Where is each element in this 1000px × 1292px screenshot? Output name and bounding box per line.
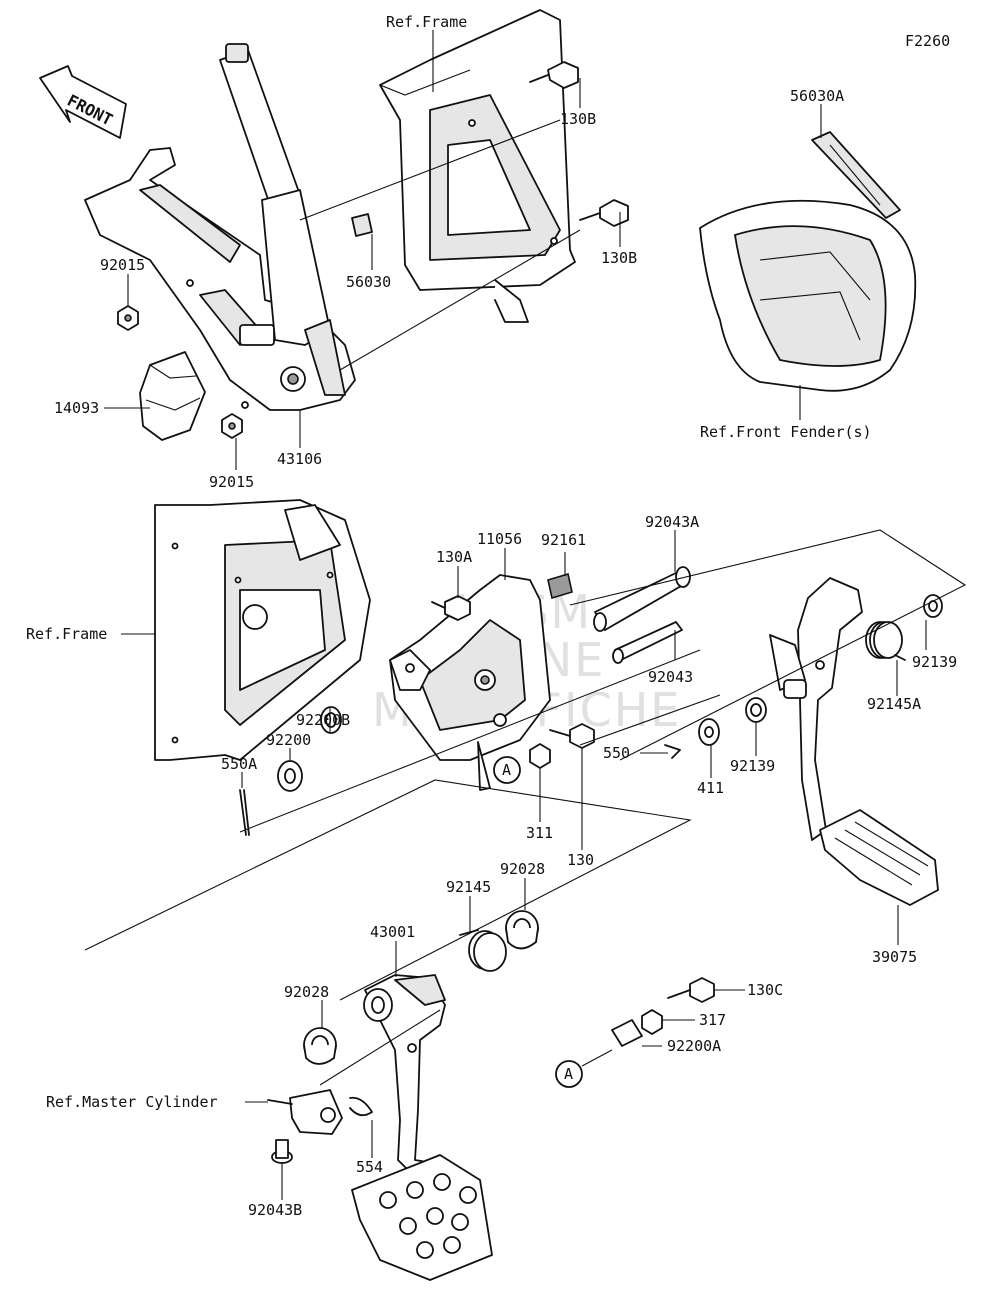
bolt-130b-lower [579,199,629,227]
ref-frame-bracket-top [379,9,576,323]
leader-lines [104,30,927,1200]
label-92015-upper: 92015 [100,256,145,274]
label-550a: 550A [221,755,257,773]
label-92043: 92043 [648,668,693,686]
spring-92145 [459,929,507,972]
washer-92200 [277,760,303,792]
label-317: 317 [699,1011,726,1029]
label-43106: 43106 [277,450,322,468]
nut-311 [529,743,551,769]
label-411: 411 [697,779,724,797]
label-ref-frame-middle: Ref.Frame [26,625,107,643]
ref-frame-middle [154,499,371,761]
label-92161: 92161 [541,531,586,549]
label-92145a: 92145A [867,695,921,713]
label-92145: 92145 [446,878,491,896]
label-92139-lower: 92139 [730,757,775,775]
label-130: 130 [567,851,594,869]
nut-317 [641,1009,663,1035]
label-130b-lower: 130B [601,249,637,267]
spacer-92200b [320,706,342,734]
bushing-92028-lower [303,1027,337,1065]
spring-92145a [865,621,906,661]
boot-14093 [139,351,206,441]
label-130b-upper: 130B [560,110,596,128]
label-130a: 130A [436,548,472,566]
clip-554 [349,1096,373,1117]
cotter-pin-550a [239,789,250,836]
callout-a-middle: A [477,741,521,791]
label-550: 550 [603,744,630,762]
pin-92043 [612,621,683,664]
label-14093: 14093 [54,399,99,417]
label-ref-front-fender: Ref.Front Fender(s) [700,423,872,441]
label-92028-upper: 92028 [500,860,545,878]
label-43001: 43001 [370,923,415,941]
front-arrow-icon: FRONT [39,65,127,139]
part-labels: F2260 Ref.Frame 130B 130B 56030A 56030 9… [26,13,957,1219]
brake-pedal-43001 [363,974,446,1176]
label-92028-lower: 92028 [284,983,329,1001]
cotter-pin-550 [664,744,681,759]
clip-56030 [351,213,373,237]
pedal-bracket-11056 [389,574,551,761]
callout-a-bottom-label: A [564,1065,573,1083]
pin-92043b [271,1139,293,1164]
bolt-130c [667,977,715,1003]
label-39075: 39075 [872,948,917,966]
bushing-92139-lower [745,697,767,723]
ref-front-fender [699,199,917,392]
master-cylinder-clevis [267,1089,343,1135]
parking-brake-lever-43106 [84,43,356,411]
label-ref-frame-top: Ref.Frame [386,13,467,31]
label-92043a: 92043A [645,513,699,531]
accelerator-pedal-39075 [769,577,939,906]
emblem-56030a [811,131,901,219]
label-56030: 56030 [346,273,391,291]
bushing-92139-upper [923,594,943,618]
bushing-92028-upper [505,910,539,950]
nut-92015-lower [221,413,243,439]
label-554: 554 [356,1158,383,1176]
label-92015-lower: 92015 [209,473,254,491]
brake-pedal-pad [351,1154,493,1281]
callout-a-middle-label: A [502,761,511,779]
label-92200b: 92200B [296,711,350,729]
plate-nut-92200a [611,1019,643,1047]
bumper-92161 [547,572,573,600]
label-92043b: 92043B [248,1201,302,1219]
label-92200a: 92200A [667,1037,721,1055]
label-11056: 11056 [477,530,522,548]
label-92200: 92200 [266,731,311,749]
label-311: 311 [526,824,553,842]
label-92139-upper: 92139 [912,653,957,671]
bolt-130b-upper [529,61,579,89]
label-130c: 130C [747,981,783,999]
diagram-code: F2260 [905,32,950,50]
callout-a-bottom: A [555,1060,583,1088]
pin-92043a [593,566,691,632]
nut-92015-upper [117,305,139,331]
bolt-130a [431,595,471,621]
label-ref-master-cylinder: Ref.Master Cylinder [46,1093,218,1111]
washer-411 [698,718,720,746]
label-56030a: 56030A [790,87,844,105]
